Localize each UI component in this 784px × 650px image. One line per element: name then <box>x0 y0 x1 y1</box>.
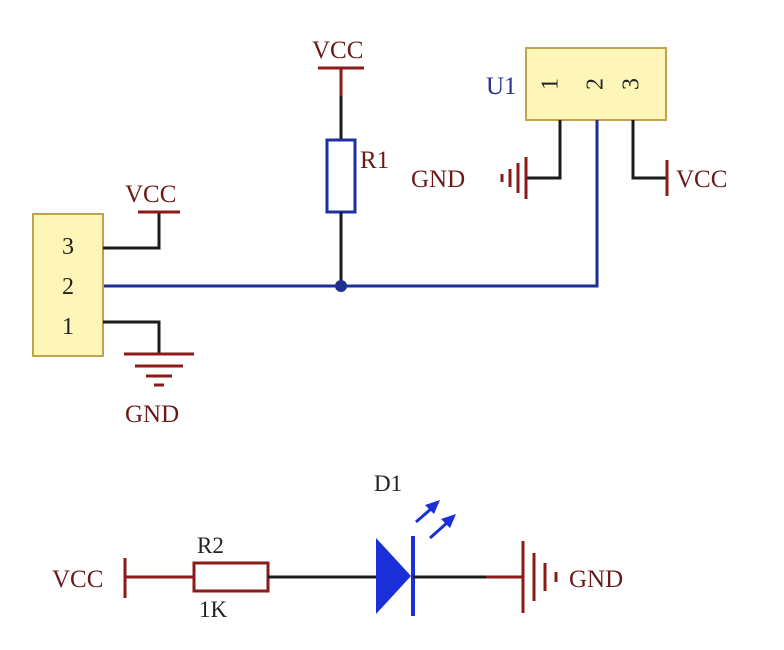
r1-resistor <box>325 138 357 214</box>
u1-pin-3: 3 <box>619 78 645 90</box>
u1-component <box>525 47 667 121</box>
r1-label: R1 <box>360 147 389 174</box>
led-vcc-label: VCC <box>52 566 103 593</box>
connector-vcc-label: VCC <box>125 181 176 208</box>
junction-dot <box>335 280 347 292</box>
r2-value: 1K <box>199 597 228 622</box>
connector-pin-3: 3 <box>62 234 74 260</box>
connector-gnd-symbol <box>124 352 194 387</box>
u1-label: U1 <box>486 73 517 100</box>
u1-pin1-wire <box>526 120 562 180</box>
led-gnd-label: GND <box>569 566 623 593</box>
u1-pin-1: 1 <box>538 78 564 90</box>
d1-label: D1 <box>374 471 402 496</box>
connector-component <box>32 213 104 357</box>
connector-pin3-wire <box>103 212 161 250</box>
led-gnd-symbol <box>521 541 558 613</box>
connector-pin1-wire <box>103 320 161 354</box>
connector-pin-1: 1 <box>62 314 74 340</box>
r2-label: R2 <box>197 533 224 558</box>
signal-net-wire <box>103 120 599 288</box>
light-emission-arrows-icon <box>415 500 456 540</box>
u1-pin3-wire <box>631 120 667 180</box>
r2-resistor <box>192 561 270 593</box>
r1-vcc-label: VCC <box>312 37 363 64</box>
u1-gnd-label: GND <box>411 166 465 193</box>
d1-led-diode <box>376 536 415 616</box>
connector-pin-2: 2 <box>62 274 74 300</box>
u1-pin-2: 2 <box>583 78 609 90</box>
u1-gnd-symbol <box>500 157 528 199</box>
u1-vcc-label: VCC <box>676 166 727 193</box>
r1-vcc-symbol <box>318 66 364 96</box>
connector-gnd-label: GND <box>125 401 179 428</box>
